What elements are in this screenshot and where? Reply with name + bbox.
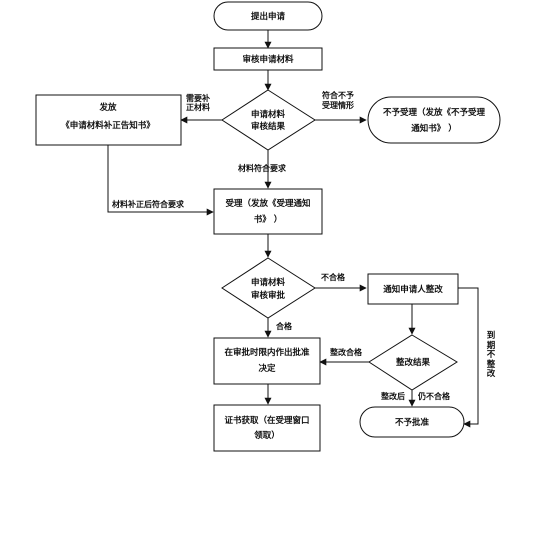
certificate-label-line1: 证书获取（在受理窗口 [224, 415, 309, 426]
deny-node [359, 406, 465, 438]
edge-label-fixed-fail-line2: 仍不合格 [417, 391, 451, 401]
certificate-node [213, 404, 321, 452]
decision-node-approval [221, 257, 316, 319]
decision2-label-line2: 审核审批 [251, 290, 286, 301]
edge-label-after-fix: 材料补正后符合要求 [112, 199, 185, 209]
reject1-label-line2: 通知书》 ） [411, 123, 456, 134]
edge-label-fail: 不合格 [321, 272, 346, 282]
accept-label-line1: 受理（发放《受理通知 [225, 198, 310, 209]
issue-label-line1: 发放 [98, 102, 117, 113]
notify-rectify-node [367, 273, 459, 305]
start-node [213, 1, 323, 31]
edge-label-need-fix-line2: 正材料 [186, 102, 210, 112]
edge-label-fixed-fail-line1: 整改后 [380, 391, 405, 401]
decide-label-line2: 决定 [258, 363, 276, 374]
edge-label-need-fix-line1: 需要补 [186, 93, 210, 103]
edge-label-meets: 材料符合要求 [238, 163, 287, 173]
edge-label-fixed-pass: 整改合格 [329, 347, 363, 357]
decision1-label-line1: 申请材料 [251, 109, 286, 120]
decision2-label-line1: 申请材料 [251, 277, 286, 288]
issue-label-line2: 《申请材料补正告知书》 [61, 120, 155, 131]
notify-label: 通知申请人整改 [383, 284, 443, 295]
reject1-label-line1: 不予受理（发放《不予受理 [383, 107, 486, 118]
accept-node [213, 188, 323, 235]
accept-label-line2: 书》 ） [254, 214, 282, 225]
decision1-label-line2: 审核结果 [251, 121, 286, 132]
correction-notice-node [35, 94, 182, 146]
certificate-label-line2: 领取） [253, 430, 280, 441]
reject-acceptance-node [367, 96, 501, 144]
review-label: 审核申请材料 [242, 54, 294, 65]
deny-label: 不予批准 [395, 417, 430, 428]
edge-label-pass: 合格 [275, 321, 293, 331]
edge-label-not-accept-line2: 受理情形 [322, 100, 354, 110]
decide-label-line1: 在审批时限内作出批准 [224, 347, 310, 358]
decision3-label: 整改结果 [396, 357, 431, 368]
review-node [213, 47, 323, 71]
edge-label-overdue: 到期不整改 [486, 331, 496, 380]
decision-node-materials [221, 89, 316, 151]
edge-label-not-accept-line1: 符合不予 [322, 90, 354, 100]
decision-node-rectify [368, 334, 458, 391]
connector-lines [107, 30, 479, 428]
start-label: 提出申请 [251, 11, 286, 22]
approval-decision-node [213, 337, 321, 385]
